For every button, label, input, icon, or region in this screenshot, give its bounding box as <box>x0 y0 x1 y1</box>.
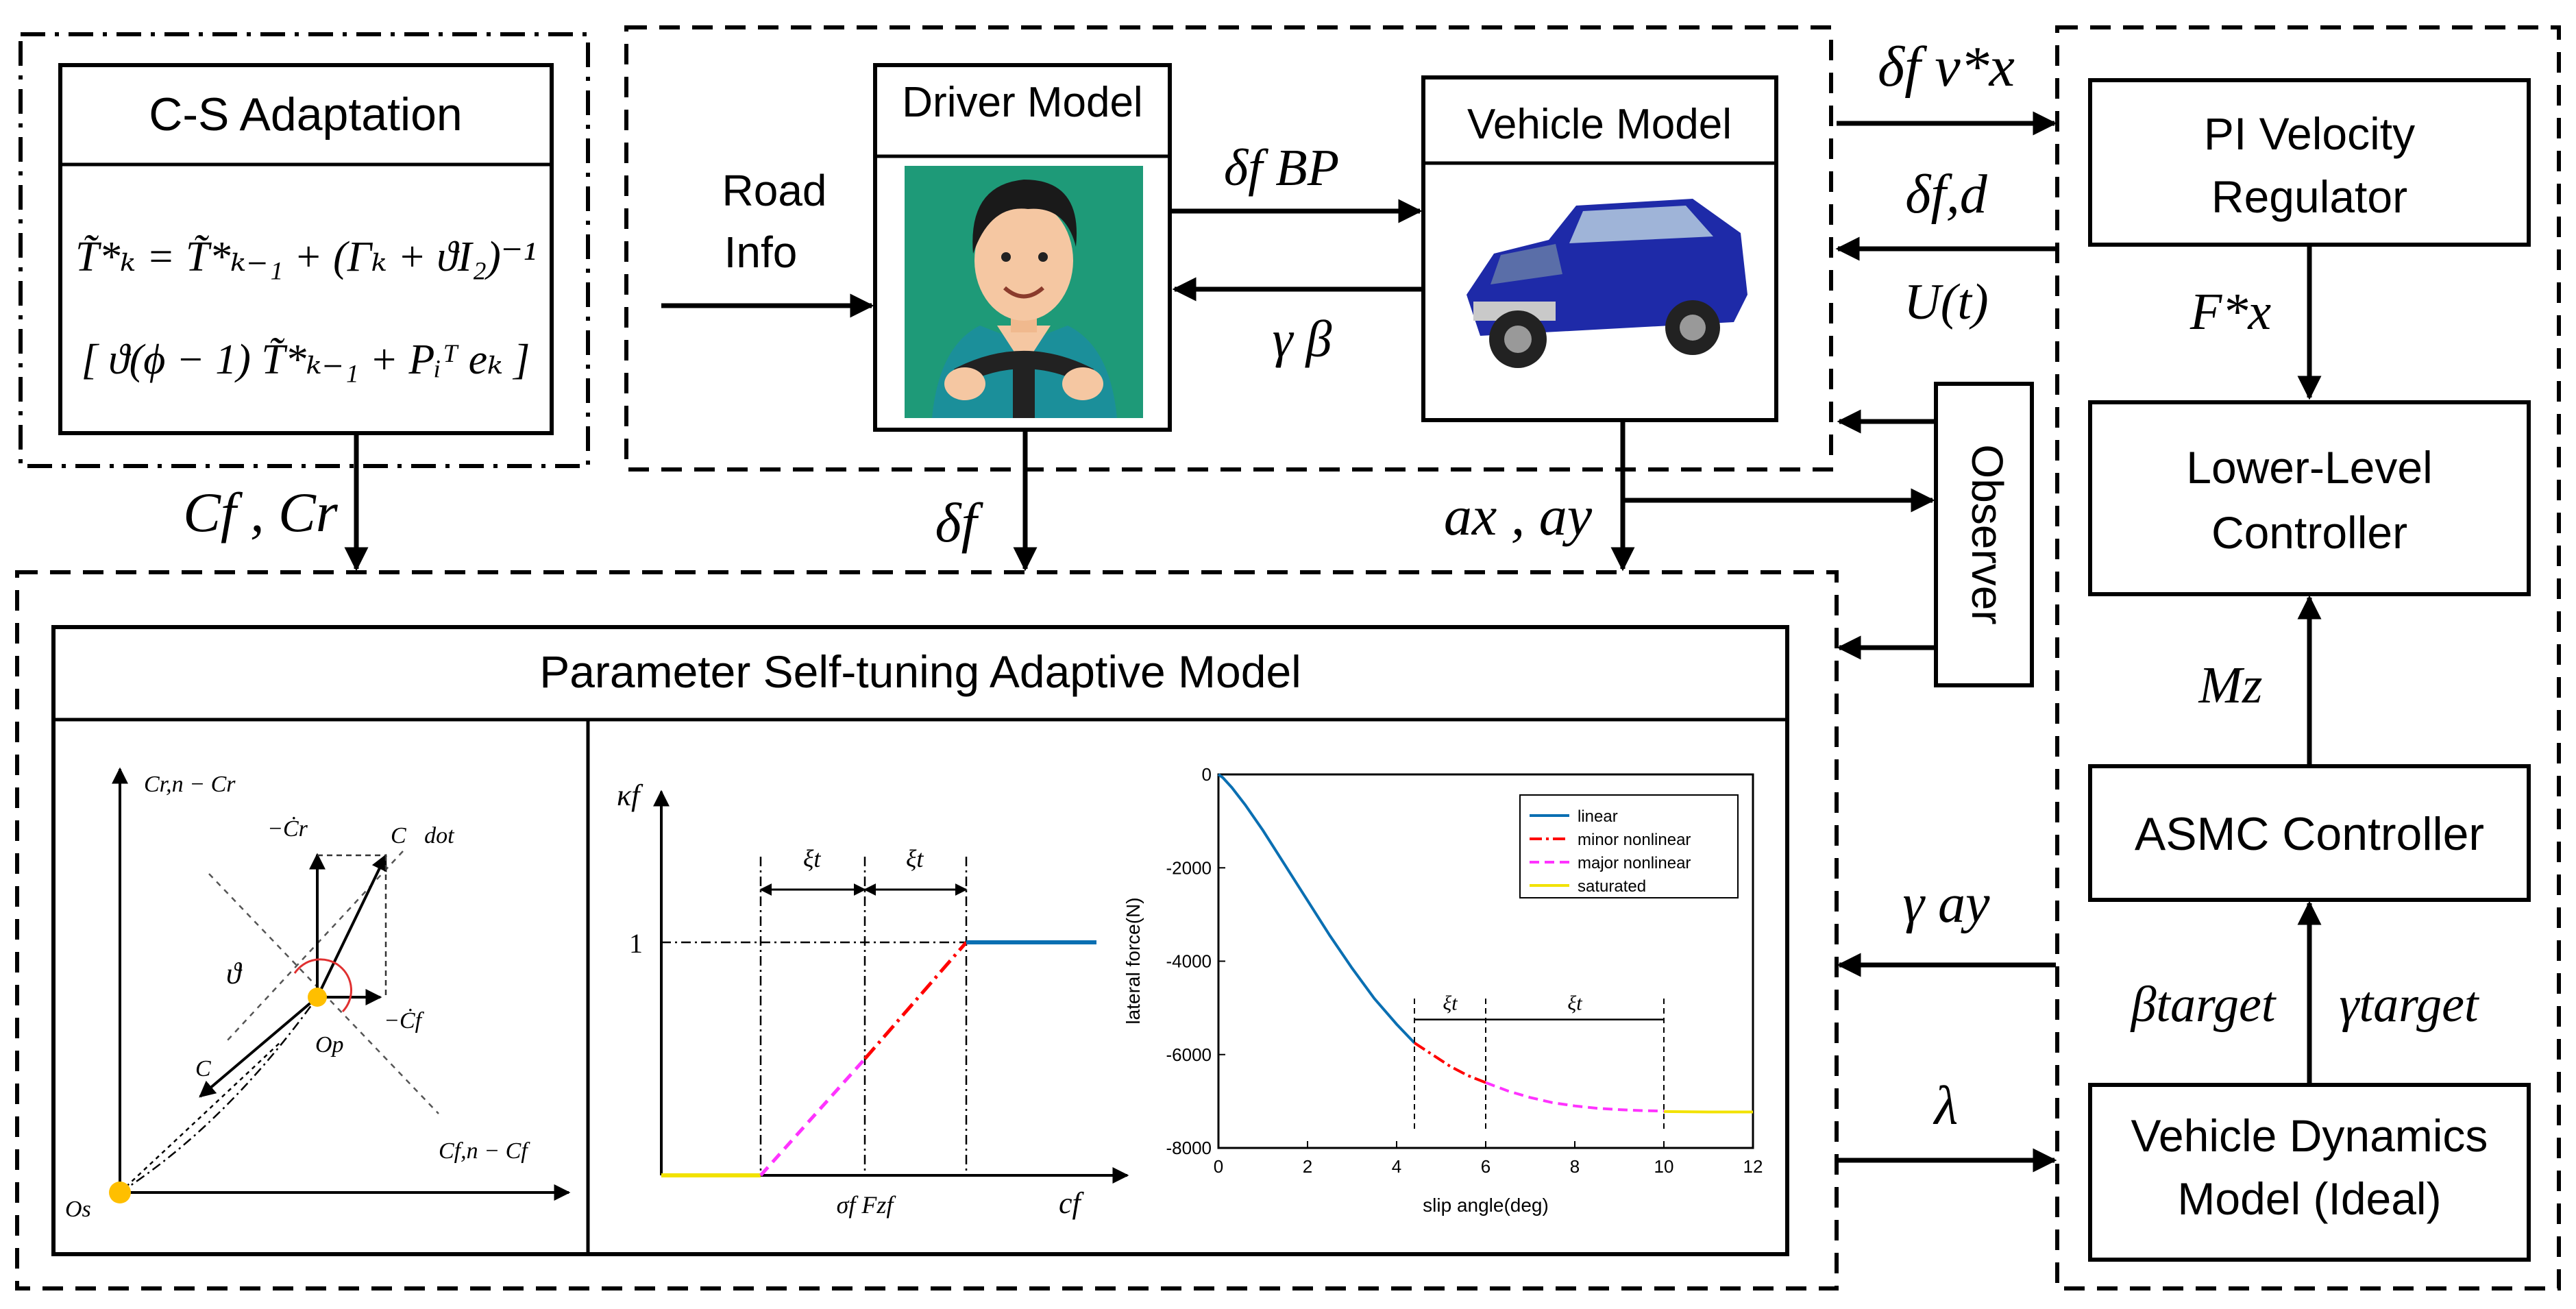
vehicle-model-title: Vehicle Model <box>1467 101 1732 148</box>
gamma-ay-signal: γ ay <box>1902 874 1990 934</box>
kappa-xi1-label: ξt <box>803 845 821 872</box>
gamma-target-signal: γtarget <box>2339 977 2480 1033</box>
y-tick-label-4: -8000 <box>1166 1138 1212 1158</box>
observer-title: Observer <box>1963 444 2012 624</box>
lateral-force-chart: lateral force(N) slip angle(deg) 0 2 4 6 8 10… <box>1123 764 1763 1216</box>
chart-x-label: slip angle(deg) <box>1423 1195 1549 1216</box>
theta-label: ϑ <box>226 957 243 990</box>
driver-icon <box>905 166 1143 418</box>
asmc-block: ASMC Controller <box>2088 764 2531 902</box>
y-tick-label-2: -4000 <box>1166 951 1212 972</box>
cs-adaptation-group <box>19 32 590 468</box>
lower-level-block: Lower-Level Controller <box>2088 400 2531 596</box>
vector-x-axis-label: Cf,n − Cf <box>439 1138 530 1164</box>
fx-star-signal: F*x <box>2189 283 2271 341</box>
driver-vehicle-group <box>624 25 1833 472</box>
vector-diagram: Cr,n − Cr Cf,n − Cf −Ċr C⃗dot ϑ C⃗ −Ċf O… <box>65 767 571 1222</box>
op-label: Op <box>315 1032 344 1057</box>
cf-cr-signal: Cf , Cr <box>183 481 339 543</box>
kappa-sigma-label: σf Fzf <box>837 1191 897 1219</box>
y-tick-label-0: 0 <box>1202 764 1212 785</box>
neg-cr-dot-label: −Ċr <box>267 816 308 842</box>
controller-group <box>2055 25 2561 1290</box>
road-info-line2: Info <box>724 228 798 277</box>
observer-block: Observer <box>1934 382 2034 687</box>
suv-icon <box>1467 199 1747 368</box>
lower-level-line2: Controller <box>2211 507 2407 558</box>
parameter-model-title: Parameter Self-tuning Adaptive Model <box>539 646 1301 697</box>
xi-annotation-1: ξt <box>1443 992 1458 1015</box>
kappa-minor-nonlinear <box>863 941 968 1060</box>
x-tick-label-1: 2 <box>1303 1156 1312 1177</box>
cs-equation-line2: [ ϑ(ϕ − 1) T̃*ₖ₋₁ + Pᵢᵀ eₖ ] <box>82 337 530 383</box>
c-vector-label: C⃗ <box>195 1056 229 1081</box>
legend-label-0: linear <box>1578 807 1618 826</box>
kappa-xi2-label: ξt <box>906 845 924 872</box>
os-label: Os <box>65 1197 91 1222</box>
x-tick-label-5: 10 <box>1654 1156 1674 1177</box>
pi-velocity-line2: Regulator <box>2211 171 2407 222</box>
vehicle-dynamics-line2: Model (Ideal) <box>2177 1173 2441 1224</box>
driver-to-vehicle-signal: δf BP <box>1224 139 1339 197</box>
mz-signal: Mz <box>2198 657 2263 714</box>
cs-adaptation-title: C-S Adaptation <box>149 88 462 140</box>
legend-label-1: minor nonlinear <box>1578 831 1691 849</box>
road-info-line1: Road <box>722 166 827 215</box>
op-point <box>308 988 327 1007</box>
lambda-signal: λ <box>1933 1076 1959 1136</box>
x-tick-label-6: 12 <box>1743 1156 1763 1177</box>
delta-f-down-signal: δf <box>935 491 984 554</box>
asmc-title: ASMC Controller <box>2135 808 2484 860</box>
cs-adaptation-block: C-S Adaptation T̃*ₖ = T̃*ₖ₋₁ + (Γₖ + ϑI₂… <box>58 63 554 435</box>
vehicle-model-block: Vehicle Model <box>1421 75 1778 422</box>
series-line-linear <box>1217 773 1416 1044</box>
vehicle-dynamics-line1: Vehicle Dynamics <box>2131 1110 2488 1161</box>
chart-y-label: lateral force(N) <box>1123 897 1144 1024</box>
c-dot-label: C⃗dot <box>391 823 455 848</box>
vehicle-to-driver-signal: γ β <box>1273 310 1332 368</box>
os-point <box>109 1182 131 1203</box>
cs-equation-line1: T̃*ₖ = T̃*ₖ₋₁ + (Γₖ + ϑI₂)⁻¹ <box>75 234 536 280</box>
x-tick-label-2: 4 <box>1392 1156 1401 1177</box>
lower-level-line1: Lower-Level <box>2186 442 2433 493</box>
kappa-diagram: κf 1 ξt ξt σf Fzf cf <box>617 779 1129 1220</box>
u-t-signal: U(t) <box>1904 274 1988 330</box>
beta-target-signal: βtarget <box>2130 977 2277 1033</box>
c-dot-vector <box>316 853 387 998</box>
y-tick-label-1: -2000 <box>1166 857 1212 878</box>
driver-model-title: Driver Model <box>902 79 1142 126</box>
y-tick-label-3: -6000 <box>1166 1044 1212 1065</box>
chart-legend <box>1519 794 1739 898</box>
neg-cf-dot-label: −Ċf <box>384 1008 425 1033</box>
pi-velocity-block: PI Velocity Regulator <box>2088 78 2531 247</box>
top-right-out-signal: δf v*x <box>1878 35 2015 99</box>
ax-ay-signal: ax , ay <box>1444 485 1593 547</box>
x-tick-label-0: 0 <box>1214 1156 1223 1177</box>
kappa-major-nonlinear <box>759 1057 866 1177</box>
x-tick-label-3: 6 <box>1481 1156 1491 1177</box>
kappa-x-label: cf <box>1059 1186 1085 1220</box>
x-tick-label-4: 8 <box>1570 1156 1580 1177</box>
xi-annotation-2: ξt <box>1567 992 1582 1015</box>
kappa-one-label: 1 <box>629 928 643 959</box>
series-line-major-nonlinear <box>1485 1081 1665 1113</box>
delta-fd-signal: δf,d <box>1905 164 1987 225</box>
vector-y-axis-label: Cr,n − Cr <box>144 772 236 797</box>
driver-model-block: Driver Model <box>873 63 1172 432</box>
legend-label-3: saturated <box>1578 877 1646 896</box>
kappa-y-label: κf <box>617 779 643 812</box>
pi-velocity-line1: PI Velocity <box>2204 108 2415 159</box>
vehicle-dynamics-block: Vehicle Dynamics Model (Ideal) <box>2088 1083 2531 1262</box>
c-vector <box>199 996 319 1098</box>
adaptive-model-group <box>15 570 1839 1290</box>
legend-label-2: major nonlinear <box>1578 854 1691 872</box>
